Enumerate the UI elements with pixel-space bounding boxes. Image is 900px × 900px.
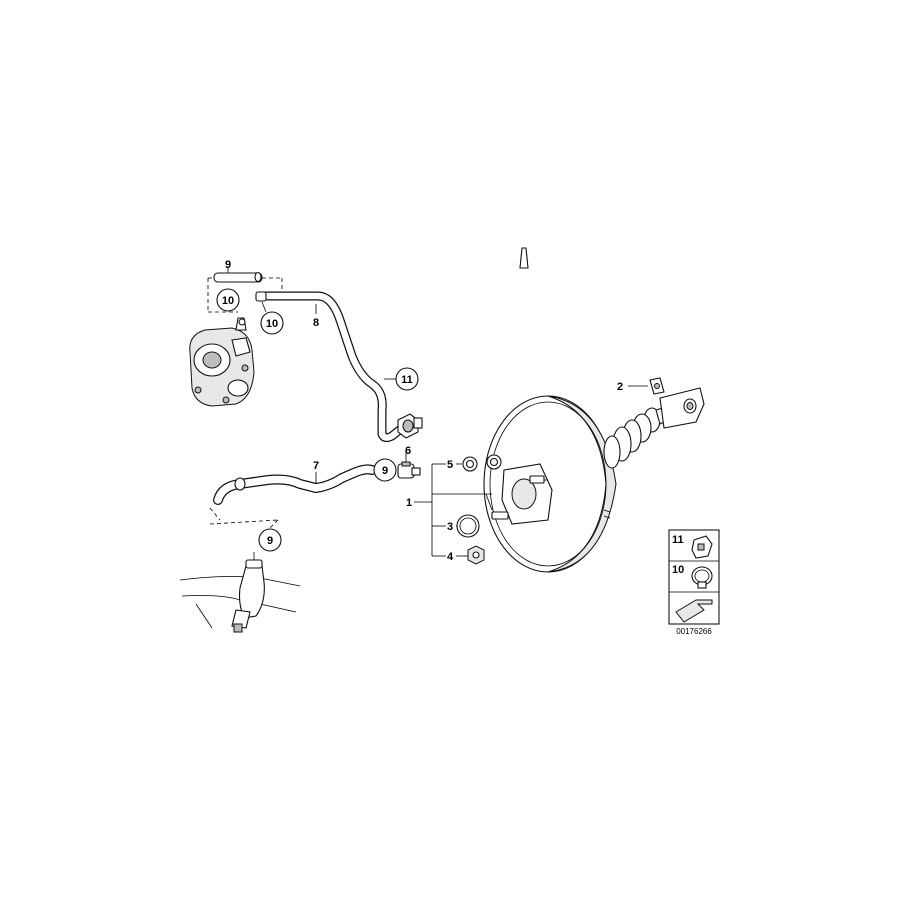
callout-7: 7	[313, 460, 319, 472]
callout-3: 3	[447, 521, 453, 533]
hose-clamp-icon	[691, 566, 713, 589]
callout-9-low: 9	[258, 528, 282, 552]
seal-ring	[456, 514, 480, 538]
vacuum-hose-upper	[255, 291, 423, 443]
callout-label: 9	[382, 465, 388, 477]
brake-booster	[483, 247, 617, 573]
pushrod-bellows	[603, 387, 705, 469]
intake-fitting	[179, 552, 301, 633]
bracket-part-1	[414, 463, 493, 557]
callout-1: 1	[406, 497, 412, 509]
washer	[462, 454, 502, 472]
callout-9-top: 9	[225, 259, 231, 271]
clip-icon	[691, 535, 713, 559]
vacuum-pump	[189, 317, 255, 407]
legend-box: 11 10	[668, 529, 720, 625]
callout-label: 10	[222, 295, 234, 307]
arrow-icon	[675, 599, 713, 623]
check-valve	[397, 452, 421, 479]
callout-6: 6	[405, 445, 411, 457]
callout-8: 8	[313, 317, 319, 329]
callout-label: 10	[266, 318, 278, 330]
clevis-clip	[628, 377, 665, 395]
callout-9-mid: 9	[373, 458, 397, 482]
callout-11: 11	[384, 367, 419, 391]
callout-label: 9	[267, 535, 273, 547]
legend-label-10: 10	[672, 564, 684, 576]
legend-label-11: 11	[672, 534, 684, 546]
callout-5: 5	[447, 459, 453, 471]
hose-piece-top	[213, 271, 263, 283]
vacuum-hose-middle	[209, 464, 377, 531]
nut	[467, 545, 485, 565]
diagram-id: 00176266	[676, 627, 712, 636]
callout-10-top: 10	[216, 288, 240, 312]
callout-10-mid: 10	[260, 301, 284, 335]
callout-2: 2	[617, 381, 623, 393]
callout-4: 4	[447, 551, 454, 563]
callout-label: 11	[401, 374, 413, 386]
